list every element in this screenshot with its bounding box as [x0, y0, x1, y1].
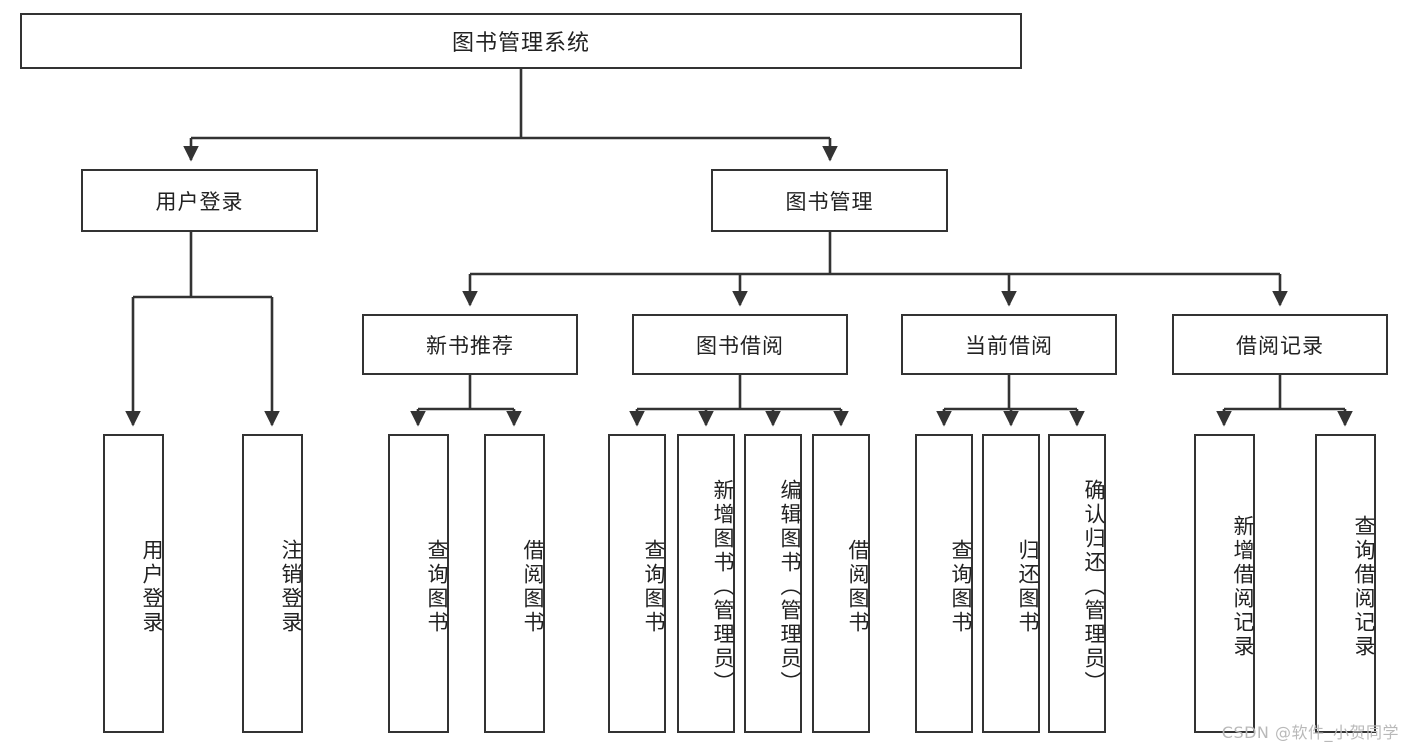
node-leaf-confirm-return-admin[interactable]: 确认归还（管理员）: [1048, 434, 1106, 733]
node-leaf-query-book-3[interactable]: 查询图书: [915, 434, 973, 733]
node-new-book-recommend[interactable]: 新书推荐: [362, 314, 578, 375]
node-leaf-borrow-book-1[interactable]: 借阅图书: [484, 434, 545, 733]
node-borrow-record[interactable]: 借阅记录: [1172, 314, 1388, 375]
node-root-system[interactable]: 图书管理系统: [20, 13, 1022, 69]
node-book-manage[interactable]: 图书管理: [711, 169, 948, 232]
node-user-login[interactable]: 用户登录: [81, 169, 318, 232]
node-current-borrow[interactable]: 当前借阅: [901, 314, 1117, 375]
node-leaf-edit-book-admin[interactable]: 编辑图书（管理员）: [744, 434, 802, 733]
node-leaf-user-login[interactable]: 用户登录: [103, 434, 164, 733]
node-leaf-logout-login[interactable]: 注销登录: [242, 434, 303, 733]
node-book-borrow[interactable]: 图书借阅: [632, 314, 848, 375]
node-leaf-query-borrow-record[interactable]: 查询借阅记录: [1315, 434, 1376, 733]
node-leaf-borrow-book-2[interactable]: 借阅图书: [812, 434, 870, 733]
node-leaf-query-book-1[interactable]: 查询图书: [388, 434, 449, 733]
node-leaf-query-book-2[interactable]: 查询图书: [608, 434, 666, 733]
node-leaf-add-borrow-record[interactable]: 新增借阅记录: [1194, 434, 1255, 733]
node-leaf-return-book[interactable]: 归还图书: [982, 434, 1040, 733]
node-leaf-add-book-admin[interactable]: 新增图书（管理员）: [677, 434, 735, 733]
